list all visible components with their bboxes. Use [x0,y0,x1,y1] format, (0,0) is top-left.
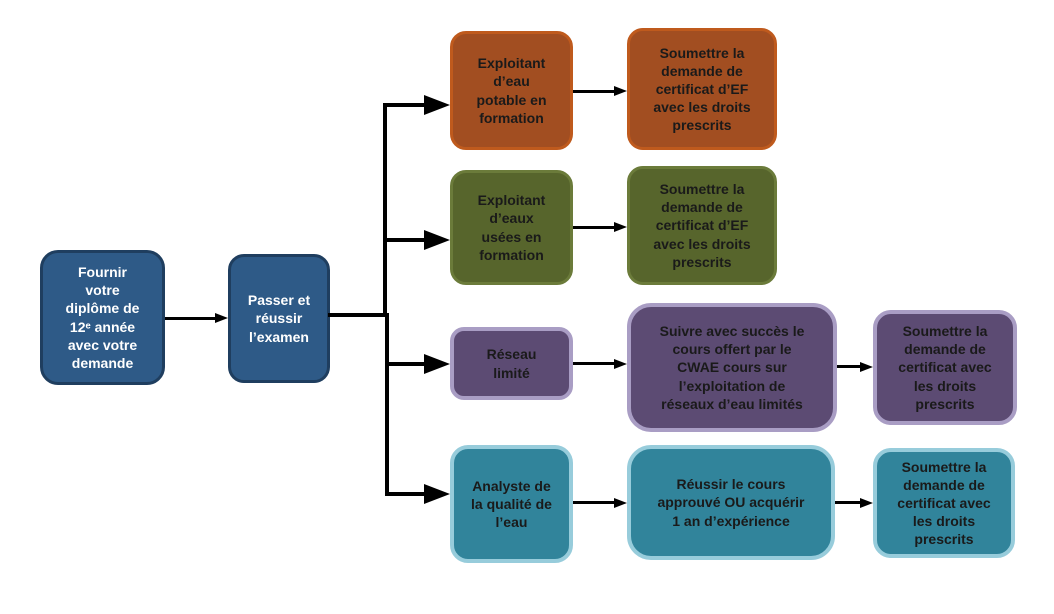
node-approved-course-or-experience: Réussir le cours approuvé OU acquérir 1 … [627,445,835,560]
arrow-head-course-to-submit-limited [860,362,873,372]
connector-trunk-upper [383,103,387,317]
arrow-line-course-to-submit-analyst [835,501,861,504]
connector-exam-to-trunk [328,313,387,317]
arrow-head-water-operator-to-submit [614,86,627,96]
arrow-line-analyst-to-course [573,501,615,504]
arrow-line-limited-to-course [573,362,615,365]
node-start-diploma: Fournir votre diplôme de 12ᵉ année avec … [40,250,165,385]
node-trainee-water-operator: Exploitant d’eau potable en formation [450,31,573,150]
arrow-head-branch-wastewater-operator [424,230,450,250]
node-submit-analyst-certificate: Soumettre la demande de certificat avec … [873,448,1015,558]
node-cwae-limited-systems-course: Suivre avec succès le cours offert par l… [627,303,837,432]
arrow-head-branch-limited-system [424,354,450,374]
arrow-line-branch-wastewater-operator [383,238,425,242]
arrow-head-start-to-exam [215,313,228,323]
arrow-line-start-to-exam [165,317,216,320]
arrow-head-analyst-to-course [614,498,627,508]
arrow-line-branch-analyst [385,492,425,496]
arrow-line-course-to-submit-limited [837,365,861,368]
node-submit-ef-wastewater-certificate: Soumettre la demande de certificat d’EF … [627,166,777,285]
node-limited-system: Réseau limité [450,327,573,400]
node-submit-limited-certificate: Soumettre la demande de certificat avec … [873,310,1017,425]
arrow-head-course-to-submit-analyst [860,498,873,508]
node-submit-ef-water-certificate: Soumettre la demande de certificat d’EF … [627,28,777,150]
node-pass-exam: Passer et réussir l’examen [228,254,330,383]
arrow-head-branch-water-operator [424,95,450,115]
arrow-line-branch-limited-system [385,362,425,366]
arrow-head-limited-to-course [614,359,627,369]
arrow-line-branch-water-operator [383,103,425,107]
connector-trunk-lower [385,313,389,496]
arrow-head-wastewater-to-submit [614,222,627,232]
node-water-quality-analyst: Analyste de la qualité de l’eau [450,445,573,563]
arrow-line-wastewater-to-submit [573,226,615,229]
arrow-line-water-operator-to-submit [573,90,615,93]
arrow-head-branch-analyst [424,484,450,504]
node-trainee-wastewater-operator: Exploitant d’eaux usées en formation [450,170,573,285]
